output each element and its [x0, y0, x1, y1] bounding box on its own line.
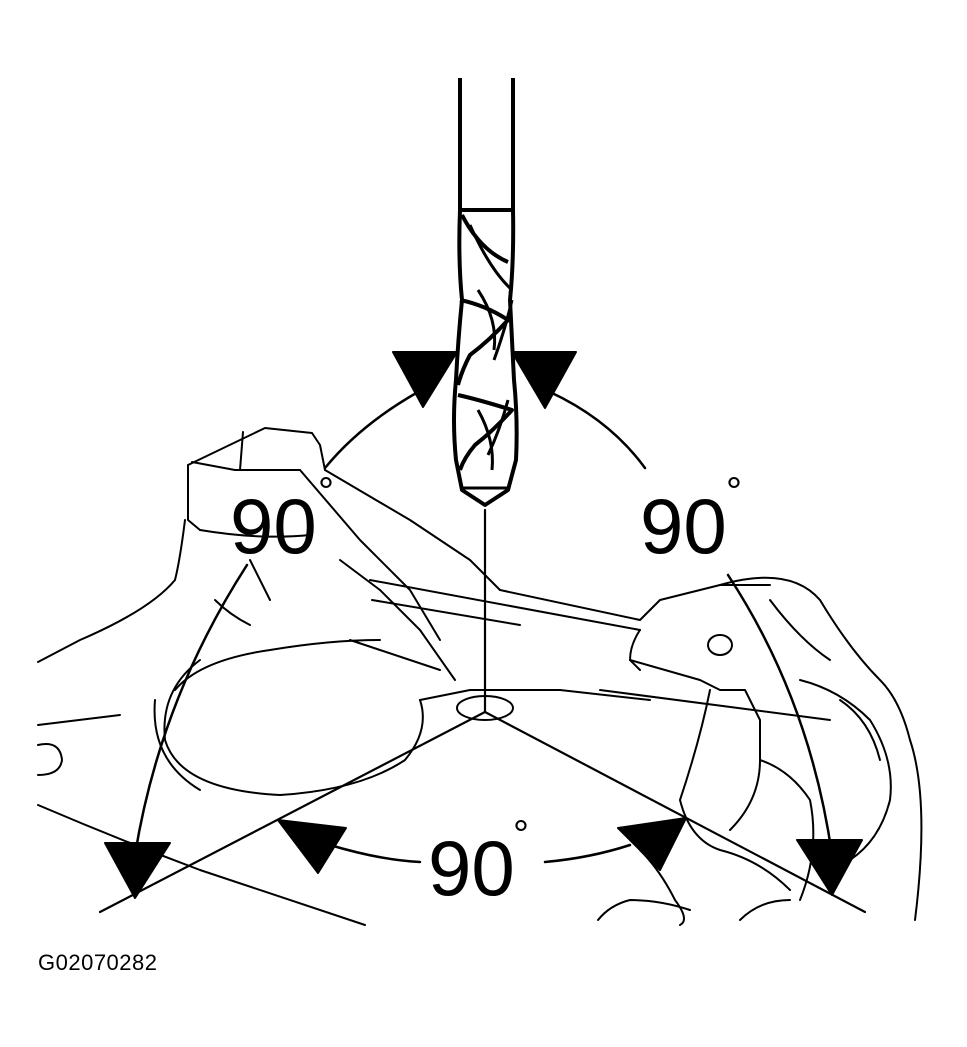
- arrowhead-top-right: [511, 351, 577, 409]
- degree-symbol-left: °: [318, 470, 334, 514]
- angle-value-right: 90: [640, 482, 727, 570]
- arc-upper-right: [548, 390, 647, 470]
- arc-bottom-right: [543, 843, 632, 864]
- arc-right-down: [726, 573, 834, 857]
- angle-value-bottom: 90: [428, 824, 515, 912]
- arrowhead-bottom-left: [277, 819, 347, 874]
- degree-symbol-bottom: °: [513, 813, 529, 857]
- degree-symbol-right: °: [726, 470, 742, 514]
- reference-axes: [98, 508, 867, 914]
- arc-left-down: [133, 563, 249, 857]
- arrowhead-left: [104, 842, 171, 899]
- arrowheads: [104, 351, 863, 899]
- arc-bottom-left: [328, 843, 422, 864]
- angle-arcs: [133, 390, 834, 864]
- arrowhead-right: [796, 839, 863, 896]
- figure-id: G02070282: [38, 950, 158, 975]
- arrowhead-top-left: [392, 351, 458, 408]
- casting-outline: [37, 427, 923, 926]
- angle-label-right: 90 °: [640, 470, 742, 570]
- arc-upper-left: [323, 390, 420, 470]
- angle-label-bottom: 90 °: [428, 813, 529, 912]
- drill-bit: [452, 78, 519, 507]
- angle-label-left: 90 °: [230, 470, 334, 570]
- angle-value-left: 90: [230, 482, 317, 570]
- arrowhead-bottom-right: [617, 817, 687, 871]
